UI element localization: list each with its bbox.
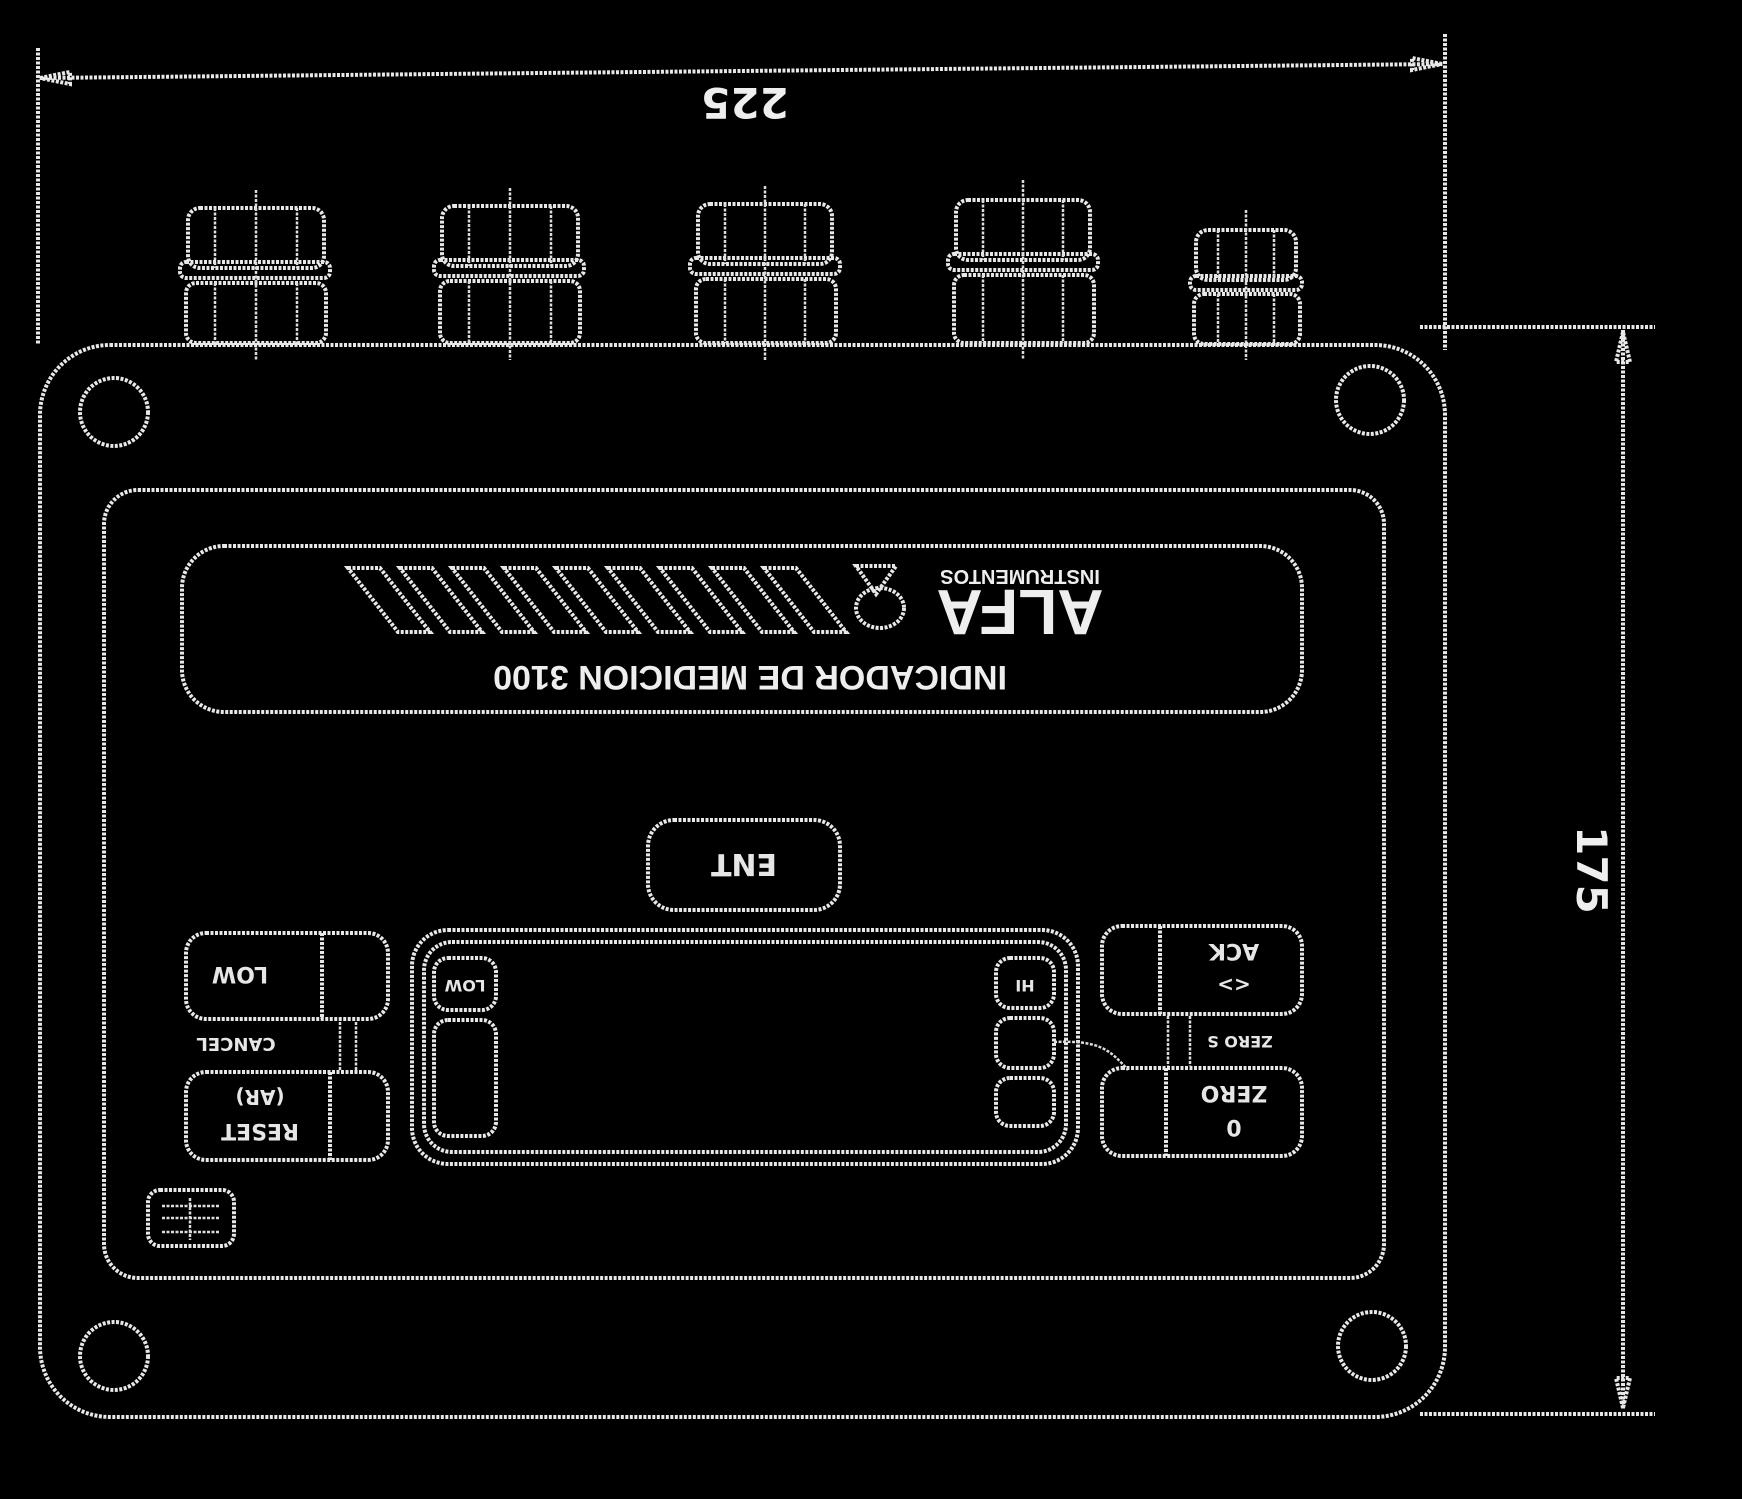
height-arrow-top: [1613, 331, 1633, 364]
product-title: INDICADOR DE MEDICION 3100: [493, 658, 1007, 696]
width-dimension-line: [39, 62, 1443, 80]
left-bottom-key[interactable]: (AR) RESET: [184, 1070, 390, 1162]
left-top-key[interactable]: LOW: [184, 931, 390, 1021]
width-value: 225: [701, 78, 789, 127]
enter-key[interactable]: ENT: [646, 818, 842, 912]
cable-gland-2: [432, 188, 586, 360]
enter-key-label: ENT: [710, 846, 777, 881]
left-bottom-key-line1: (AR): [235, 1085, 284, 1109]
right-top-key-line1: ACK: [1208, 938, 1259, 963]
left-bottom-key-line2: RESET: [221, 1118, 299, 1143]
right-bottom-key-line1: ZERO: [1201, 1080, 1268, 1105]
display-window: LOW HI: [410, 928, 1129, 1166]
height-dimension: 175: [1420, 325, 1655, 1416]
width-dimension: 225: [36, 34, 1447, 350]
display-right-indicator: [994, 956, 1056, 1010]
cable-gland-1: [178, 190, 332, 360]
right-link-arrows: [1166, 1016, 1192, 1066]
terminal-label: [146, 1188, 236, 1248]
width-arrow-left: [39, 69, 72, 87]
logo-mark: [852, 564, 906, 630]
mounting-hole-top-left: [78, 376, 150, 448]
display-status-indicator: [994, 1076, 1056, 1128]
width-arrow-right: [1410, 55, 1443, 73]
right-mid-label: ZERO S: [1207, 1032, 1273, 1051]
display-left-top-label: LOW: [444, 976, 485, 995]
height-arrow-bottom: [1613, 1376, 1633, 1409]
cable-gland-5: [1188, 210, 1304, 360]
left-mid-label: CANCEL: [196, 1033, 275, 1054]
brand-logo: ALFA: [936, 576, 1103, 648]
brand-subtext: INSTRUMENTOS: [940, 565, 1100, 587]
mounting-hole-top-right: [1334, 364, 1406, 436]
display-arrows-indicator: [994, 1016, 1056, 1070]
cable-gland-4: [946, 180, 1100, 360]
mounting-hole-bottom-right: [1336, 1310, 1408, 1382]
left-link-arrows: [338, 1022, 358, 1070]
right-top-key-line2: <>: [1217, 973, 1251, 997]
height-value: 175: [1567, 826, 1616, 914]
front-label-frame: [102, 488, 1386, 1280]
stripes-graphic: [343, 566, 851, 634]
right-bottom-key[interactable]: ZERO 0: [1100, 1066, 1304, 1158]
right-bottom-key-line2: 0: [1226, 1114, 1241, 1139]
right-top-key[interactable]: ACK <>: [1100, 924, 1304, 1016]
display-left-indicator: [432, 956, 498, 1012]
left-top-key-label: LOW: [212, 961, 268, 986]
display-left-bargraph: [432, 1018, 498, 1138]
display-right-top-label: HI: [1015, 976, 1034, 995]
brand-banner: ALFA INSTRUMENTOS INDICADOR DE MEDICION …: [180, 544, 1304, 714]
cable-gland-3: [688, 186, 842, 360]
mounting-hole-bottom-left: [78, 1320, 150, 1392]
enclosure-outline: [38, 343, 1447, 1419]
